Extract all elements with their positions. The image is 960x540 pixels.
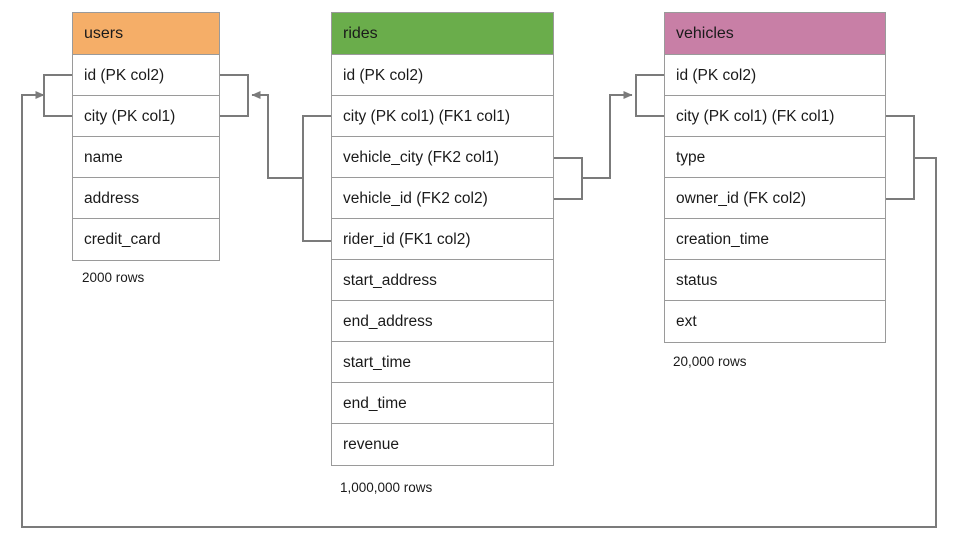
field-rides-start-address[interactable]: start_address bbox=[332, 260, 553, 301]
row-count-rides: 1,000,000 rows bbox=[340, 480, 433, 495]
field-users-city[interactable]: city (PK col1) bbox=[73, 96, 219, 137]
field-users-credit-card[interactable]: credit_card bbox=[73, 219, 219, 260]
connector-rides-to-vehicles bbox=[554, 74, 664, 200]
field-rides-vehicle-city[interactable]: vehicle_city (FK2 col1) bbox=[332, 137, 553, 178]
field-vehicles-city[interactable]: city (PK col1) (FK col1) bbox=[665, 96, 885, 137]
entity-table-users[interactable]: users id (PK col2) city (PK col1) name a… bbox=[72, 12, 220, 261]
entity-header-vehicles: vehicles bbox=[665, 13, 885, 55]
field-rides-rider-id[interactable]: rider_id (FK1 col2) bbox=[332, 219, 553, 260]
field-rides-end-time[interactable]: end_time bbox=[332, 383, 553, 424]
field-rides-start-time[interactable]: start_time bbox=[332, 342, 553, 383]
field-vehicles-status[interactable]: status bbox=[665, 260, 885, 301]
field-rides-revenue[interactable]: revenue bbox=[332, 424, 553, 465]
entity-table-rides[interactable]: rides id (PK col2) city (PK col1) (FK1 c… bbox=[331, 12, 554, 466]
field-vehicles-owner-id[interactable]: owner_id (FK col2) bbox=[665, 178, 885, 219]
field-rides-vehicle-id[interactable]: vehicle_id (FK2 col2) bbox=[332, 178, 553, 219]
row-count-vehicles: 20,000 rows bbox=[673, 354, 747, 369]
field-users-address[interactable]: address bbox=[73, 178, 219, 219]
field-rides-end-address[interactable]: end_address bbox=[332, 301, 553, 342]
field-rides-city[interactable]: city (PK col1) (FK1 col1) bbox=[332, 96, 553, 137]
field-vehicles-ext[interactable]: ext bbox=[665, 301, 885, 342]
connector-vehicles-to-users bbox=[21, 91, 937, 528]
field-vehicles-id[interactable]: id (PK col2) bbox=[665, 55, 885, 96]
row-count-users: 2000 rows bbox=[82, 270, 145, 285]
field-vehicles-creation-time[interactable]: creation_time bbox=[665, 219, 885, 260]
entity-table-vehicles[interactable]: vehicles id (PK col2) city (PK col1) (FK… bbox=[664, 12, 886, 343]
field-users-id[interactable]: id (PK col2) bbox=[73, 55, 219, 96]
field-users-name[interactable]: name bbox=[73, 137, 219, 178]
entity-header-users: users bbox=[73, 13, 219, 55]
field-vehicles-type[interactable]: type bbox=[665, 137, 885, 178]
field-rides-id[interactable]: id (PK col2) bbox=[332, 55, 553, 96]
entity-header-rides: rides bbox=[332, 13, 553, 55]
